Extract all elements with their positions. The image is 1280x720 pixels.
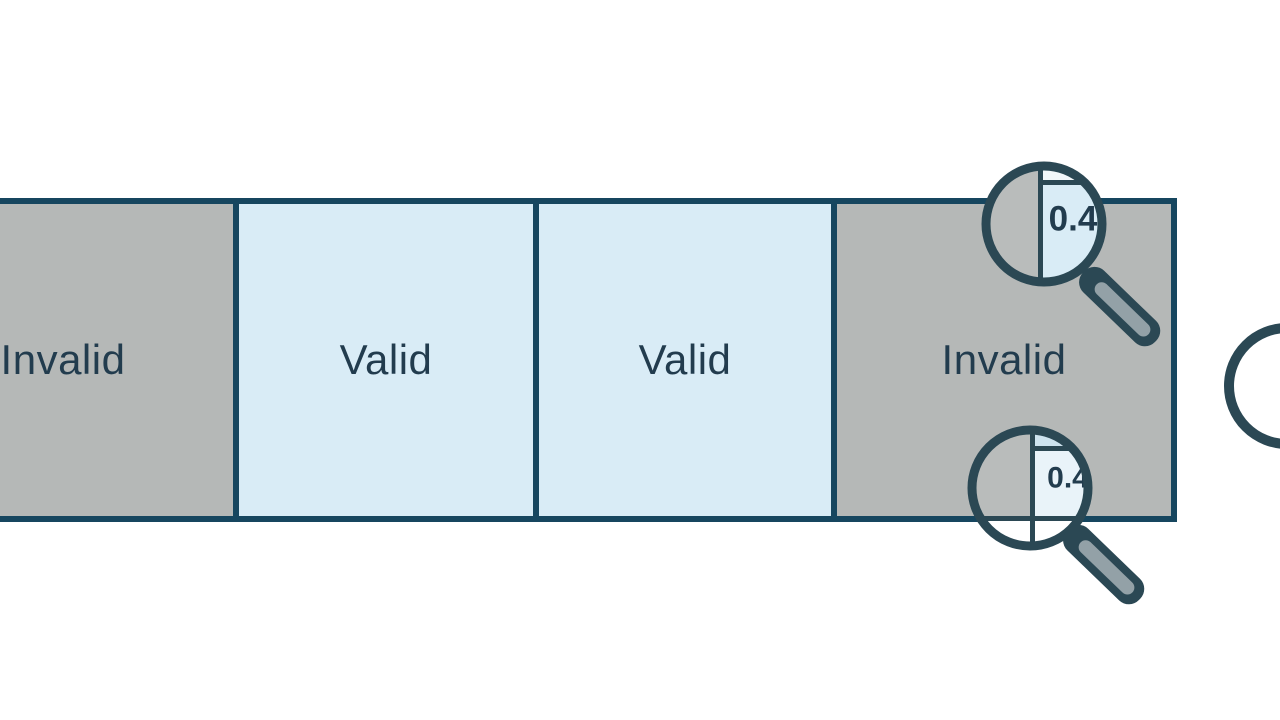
cell-valid-1: Valid <box>233 204 533 516</box>
magnified-value-bottom: 0.4 <box>1047 462 1089 495</box>
cell-label: Invalid <box>941 336 1067 383</box>
cell-label: Invalid <box>0 336 126 383</box>
magnified-value-top: 0.4 <box>1049 200 1098 239</box>
magnifier-partial-ring-icon <box>1224 323 1280 449</box>
magnifier-top-handle <box>1079 266 1161 347</box>
magnifier-bottom-ring <box>967 425 1093 551</box>
cell-label: Valid <box>339 336 433 383</box>
magnifier-top-icon: 0.4 <box>981 161 1161 347</box>
cell-invalid-left: Invalid <box>0 204 233 516</box>
magnifier-bottom-icon: 0.4 <box>967 425 1145 605</box>
cell-valid-2: Valid <box>533 204 831 516</box>
cell-label: Valid <box>638 336 732 383</box>
magnifier-top-ring <box>981 161 1107 287</box>
magnifier-bottom-handle <box>1063 524 1145 605</box>
